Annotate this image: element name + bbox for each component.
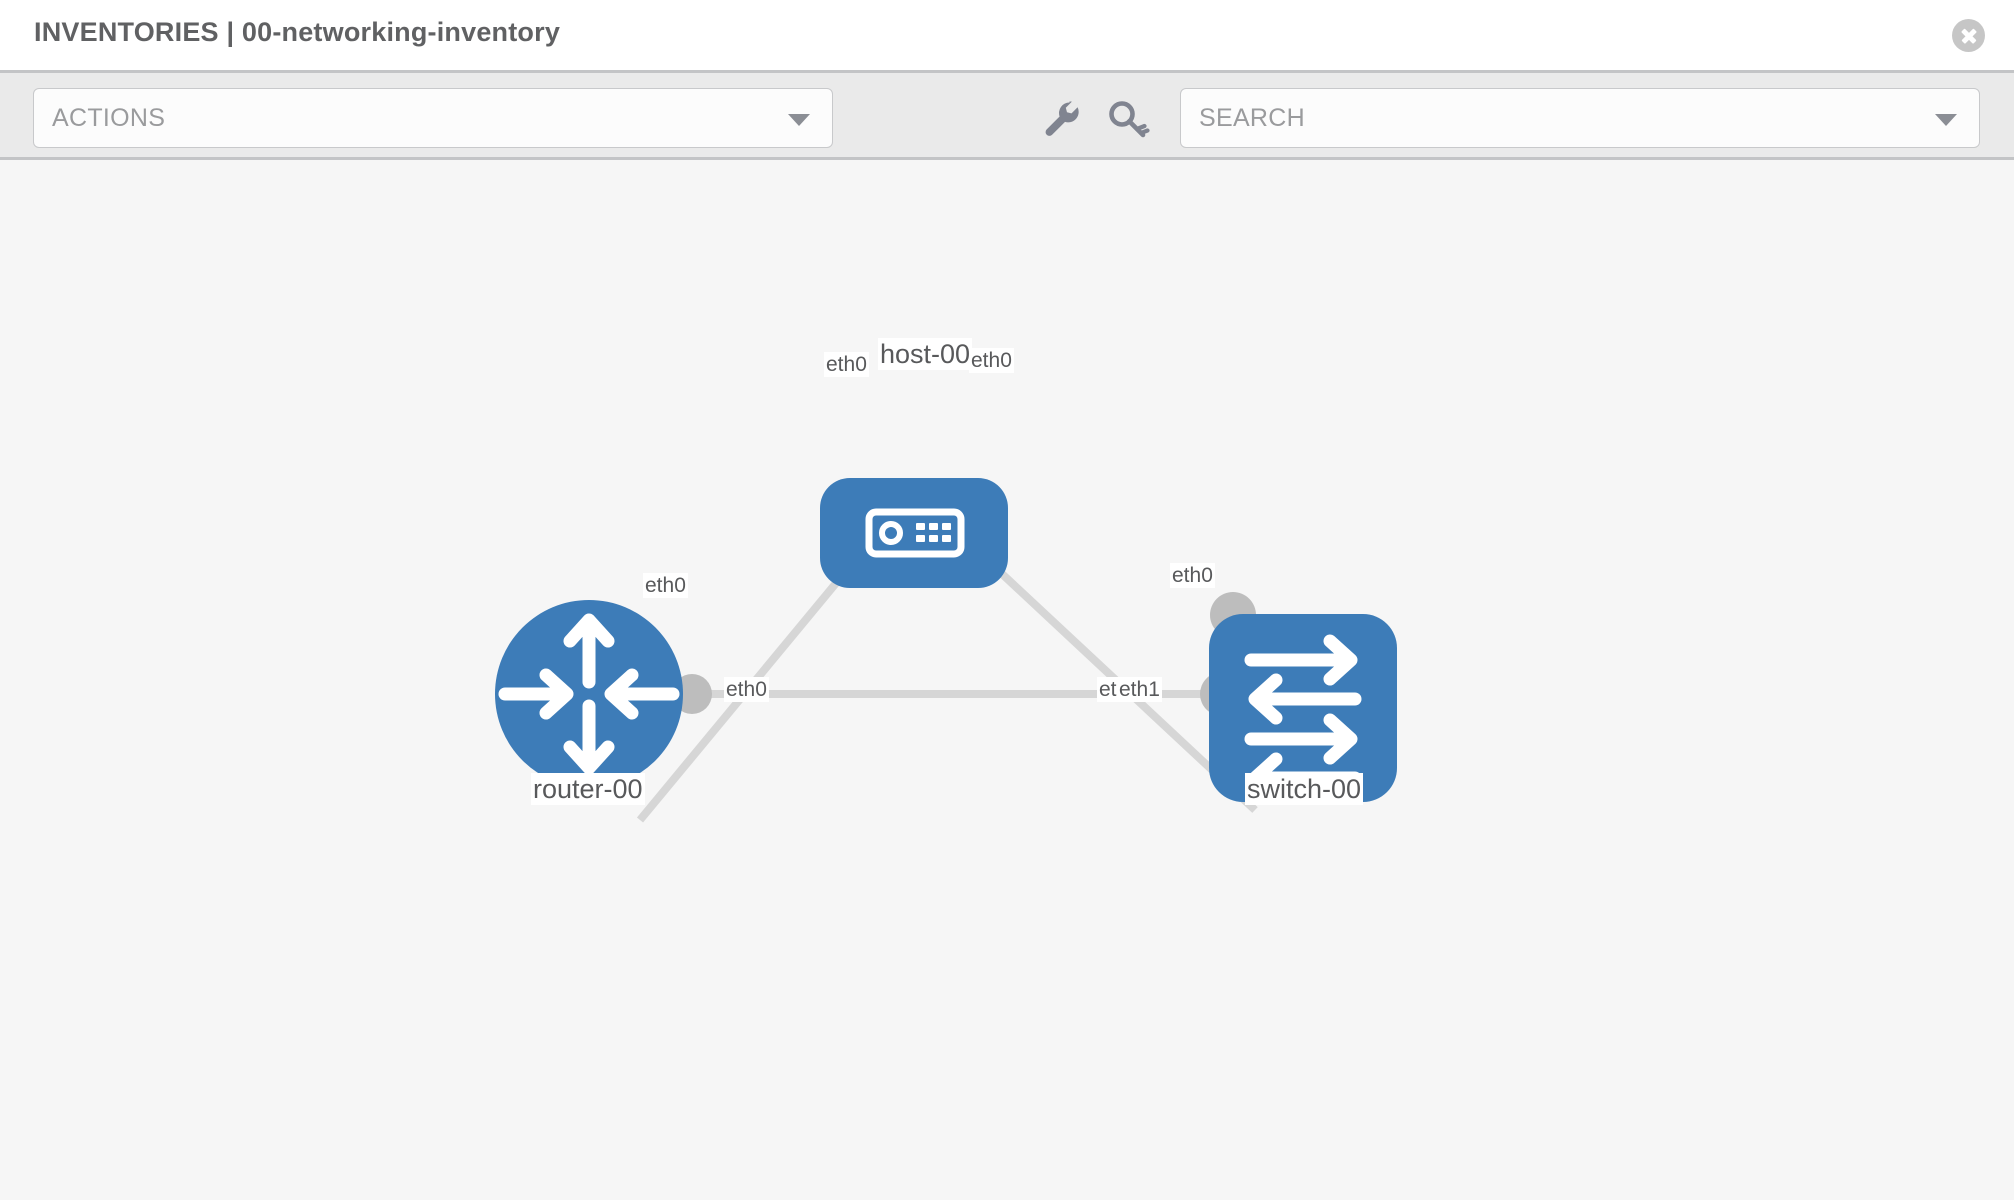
node-label-switch-00: switch-00 [1245, 773, 1364, 805]
page-title: INVENTORIES | 00-networking-inventory [34, 17, 561, 47]
node-label-router-00: router-00 [531, 773, 645, 805]
interface-label-switch-left-b: eth1 [1117, 677, 1162, 702]
link-host00-switch00 [952, 527, 1258, 813]
node-router-00 [495, 600, 683, 788]
toolbar: ACTIONS SEARCH [0, 70, 2014, 160]
topology-graph [495, 478, 1397, 823]
server-icon [865, 508, 965, 558]
router-arrows-icon [498, 613, 680, 775]
search-input[interactable]: SEARCH [1180, 88, 1980, 148]
page-header: INVENTORIES | 00-networking-inventory [0, 0, 2014, 70]
chevron-down-icon [788, 114, 810, 126]
interface-label-host-right: eth0 [969, 348, 1014, 373]
interface-label-switch-up: eth0 [1170, 563, 1215, 588]
actions-dropdown[interactable]: ACTIONS [33, 88, 833, 148]
interface-label-router-up: eth0 [643, 573, 688, 598]
interface-label-host-left: eth0 [824, 352, 869, 377]
key-icon[interactable] [1106, 97, 1150, 141]
search-placeholder: SEARCH [1199, 104, 1305, 132]
actions-dropdown-label: ACTIONS [52, 104, 166, 132]
node-label-host-00: host-00 [878, 338, 973, 370]
wrench-icon[interactable] [1039, 97, 1083, 141]
chevron-down-icon [1935, 114, 1957, 126]
node-switch-00 [1209, 614, 1397, 804]
node-host-00 [820, 478, 1008, 588]
interface-label-router-right: eth0 [724, 677, 769, 702]
close-icon[interactable] [1952, 19, 1985, 52]
topology-canvas[interactable]: host-00 router-00 switch-00 eth0 eth0 et… [0, 160, 2014, 1200]
